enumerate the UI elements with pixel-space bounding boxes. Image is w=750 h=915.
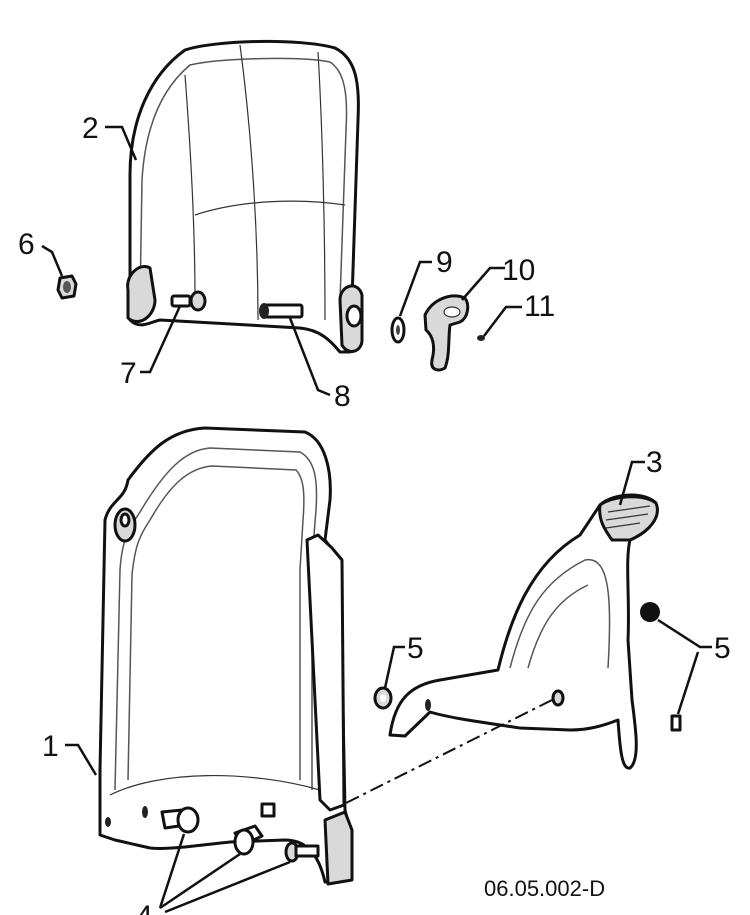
part-3-bracket	[388, 493, 659, 770]
part-8-slot-plate	[259, 303, 304, 319]
part-7-latch	[170, 290, 207, 312]
callout-5-left: 5	[407, 632, 424, 665]
callout-4: 4	[136, 900, 153, 915]
callout-10: 10	[502, 254, 535, 287]
callout-6: 6	[18, 228, 35, 261]
callout-8: 8	[334, 380, 351, 413]
part-1-lower-shield	[98, 426, 354, 886]
part-5-foot-right	[640, 602, 682, 732]
callout-5-right: 5	[714, 632, 731, 665]
part-9-washer	[390, 316, 406, 344]
callout-7: 7	[120, 357, 137, 390]
leader-lines	[41, 125, 712, 914]
callout-3: 3	[646, 446, 663, 479]
part-10-knob	[423, 294, 470, 372]
part-4-fasteners	[160, 806, 320, 863]
part-6-nut	[56, 274, 78, 300]
callout-1: 1	[42, 730, 59, 763]
callout-9: 9	[436, 246, 453, 279]
part-11-screw	[477, 335, 485, 341]
assembly-line	[341, 699, 553, 806]
part-5-foot-left	[373, 686, 393, 710]
callout-11: 11	[524, 290, 555, 323]
callout-2: 2	[82, 112, 99, 145]
part-2-upper-shield	[126, 39, 364, 354]
drawing-code: 06.05.002-D	[484, 876, 605, 901]
